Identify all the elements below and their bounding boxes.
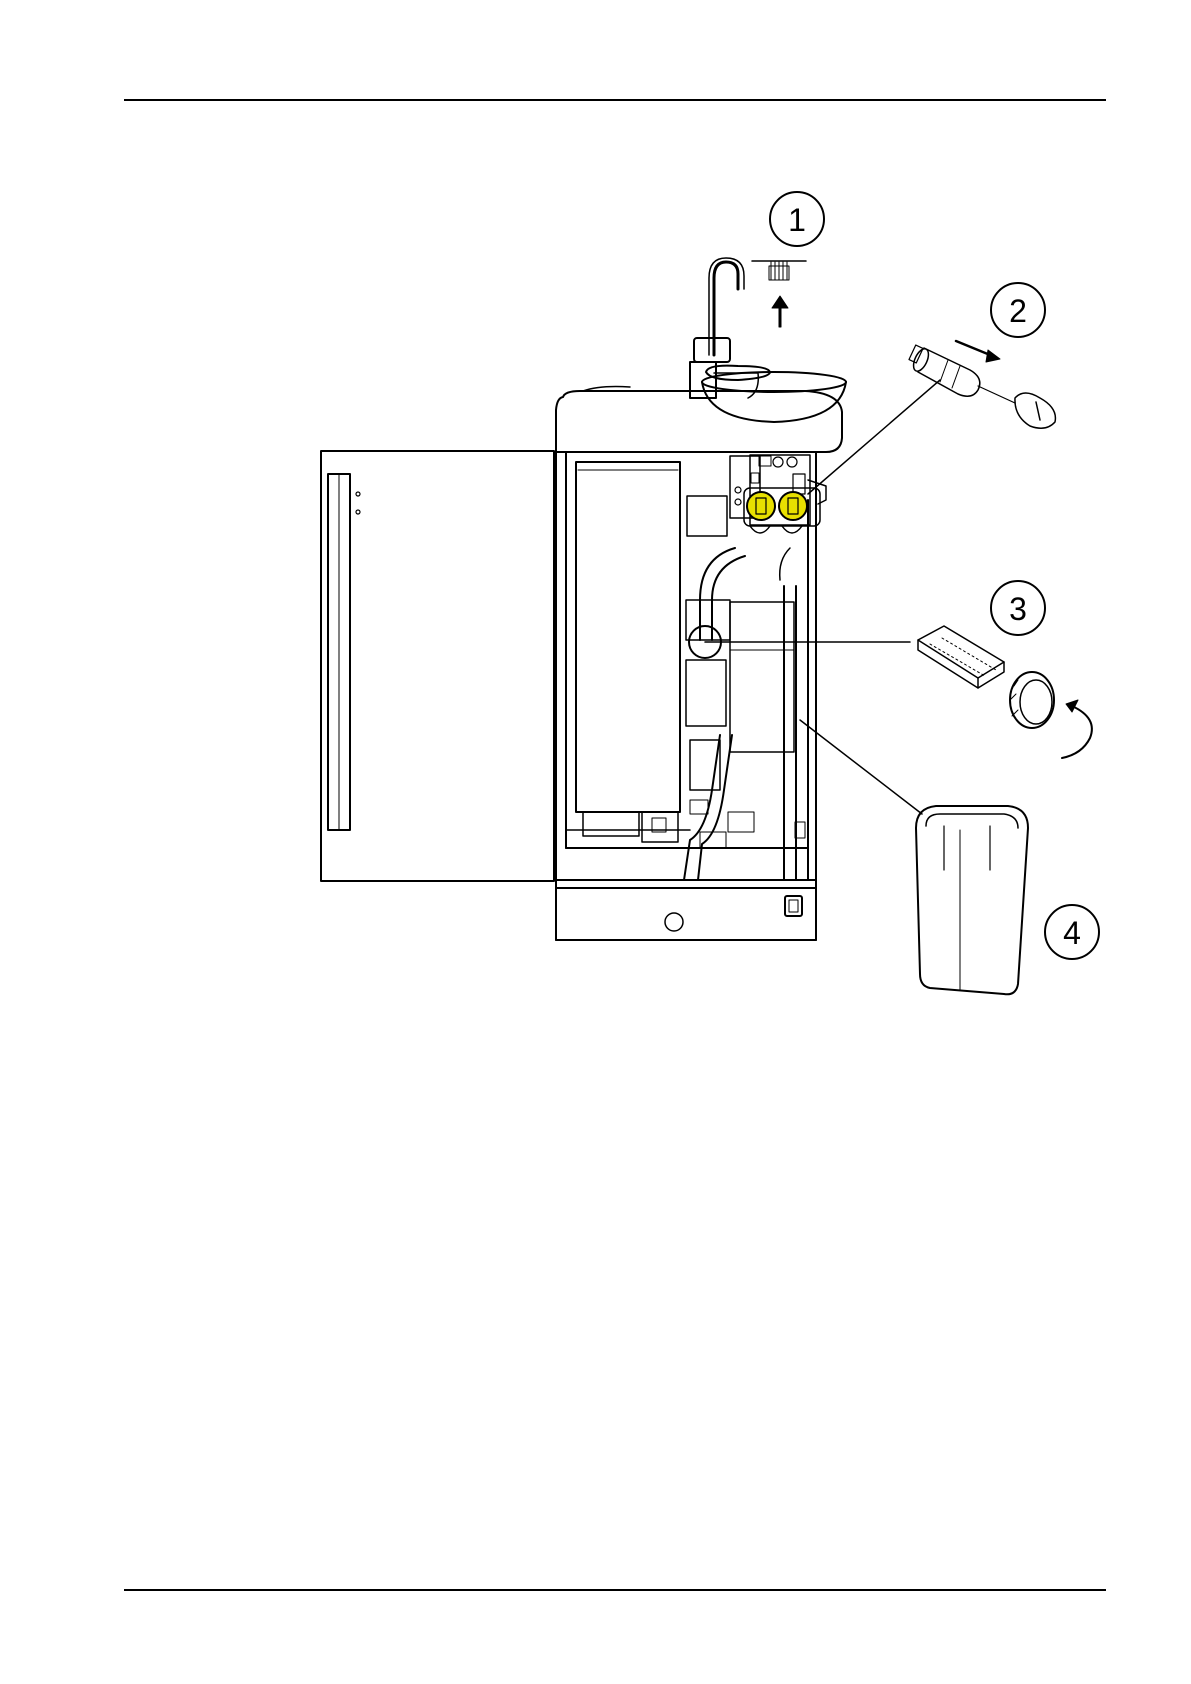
- callout-4-label: 4: [1063, 915, 1081, 951]
- cartridge-filter-icon: [909, 345, 1055, 428]
- callout-4: 4: [800, 720, 1099, 994]
- callout-1-label: 1: [788, 202, 806, 238]
- callout-3-label: 3: [1009, 591, 1027, 627]
- up-arrow-icon: [772, 296, 788, 327]
- callout-3: 3: [705, 581, 1092, 758]
- callout-1: 1: [752, 192, 824, 327]
- strainer-basket-icon: [918, 626, 1054, 728]
- collection-container-icon: [916, 806, 1028, 994]
- open-door-panel: [321, 451, 554, 881]
- rotate-arrow-icon: [1062, 706, 1092, 758]
- brush-filter-icon: [752, 261, 806, 280]
- internal-components: [576, 456, 805, 880]
- callout-2-label: 2: [1009, 293, 1027, 329]
